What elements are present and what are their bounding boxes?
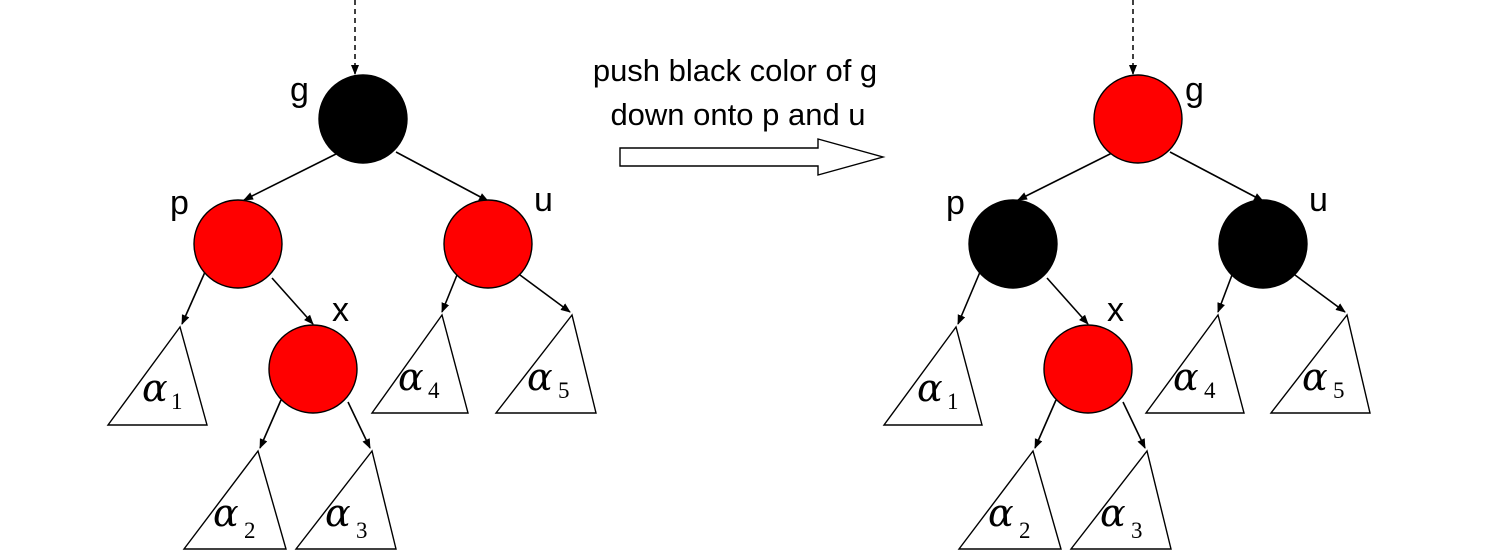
edge-p-x (1046, 277, 1089, 325)
subtree-alpha4: α 4 (1144, 313, 1245, 414)
svg-text:α: α (527, 355, 553, 399)
edge-g-u (395, 151, 489, 202)
node-g-label: g (290, 71, 309, 109)
node-g (1093, 74, 1183, 164)
edge-u-alpha4 (1217, 274, 1233, 313)
subtree-alpha1: α 1 (106, 325, 208, 426)
edge-p-alpha1 (181, 271, 206, 325)
edge-x-alpha2 (259, 399, 282, 449)
caption-line-2: down onto p and u (610, 97, 865, 132)
svg-text:α: α (917, 366, 943, 410)
node-p (968, 199, 1058, 289)
svg-text:1: 1 (947, 389, 959, 414)
subtree-alpha3: α 3 (294, 449, 397, 550)
edge-u-alpha5 (519, 274, 571, 313)
svg-text:5: 5 (558, 378, 570, 403)
svg-text:4: 4 (428, 378, 440, 403)
node-x (268, 324, 358, 414)
subtree-alpha5: α 5 (494, 313, 597, 414)
edge-p-alpha1 (957, 271, 981, 325)
subtree-alpha4: α 4 (370, 313, 469, 414)
svg-text:3: 3 (356, 518, 368, 543)
subtree-alpha2: α 2 (957, 449, 1062, 550)
node-p-label: p (946, 184, 965, 222)
edge-p-x (271, 277, 314, 325)
subtree-alpha1: α 1 (882, 325, 983, 426)
edge-x-alpha3 (1122, 401, 1146, 449)
node-u (443, 199, 533, 289)
node-p (193, 199, 283, 289)
transformation-arrow-icon (619, 138, 886, 176)
node-x-label: x (1107, 291, 1124, 329)
svg-text:α: α (398, 355, 424, 399)
node-u-label: u (1309, 181, 1328, 219)
node-g-label: g (1185, 71, 1204, 109)
svg-text:2: 2 (1019, 518, 1031, 543)
edge-u-alpha5 (1294, 274, 1346, 313)
subtree-alpha3: α 3 (1069, 449, 1172, 550)
svg-text:5: 5 (1333, 378, 1345, 403)
svg-text:α: α (1100, 491, 1126, 535)
caption-line-1: push black color of g (593, 53, 877, 88)
subtree-alpha5: α 5 (1269, 313, 1371, 414)
svg-text:3: 3 (1131, 518, 1143, 543)
node-u-label: u (534, 181, 553, 219)
edge-g-p (243, 151, 341, 201)
node-g (318, 74, 408, 164)
svg-text:α: α (1173, 355, 1199, 399)
tree-before: α 1 α 4 α 5 α 2 α 3 g p u (106, 0, 597, 550)
svg-text:2: 2 (244, 518, 256, 543)
subtree-alpha2: α 2 (182, 449, 287, 550)
svg-text:1: 1 (171, 389, 183, 414)
tree-after: α 1 α 4 α 5 α 2 α 3 g p u (882, 0, 1371, 550)
svg-text:α: α (988, 491, 1014, 535)
edge-x-alpha3 (347, 401, 371, 449)
edge-x-alpha2 (1034, 399, 1057, 449)
node-p-label: p (170, 184, 189, 222)
edge-g-p (1017, 151, 1115, 201)
edge-u-alpha4 (441, 274, 458, 313)
svg-text:α: α (325, 491, 351, 535)
svg-text:α: α (142, 366, 168, 410)
node-u (1218, 199, 1308, 289)
svg-text:α: α (1302, 355, 1328, 399)
node-x (1043, 324, 1133, 414)
svg-text:α: α (213, 491, 239, 535)
node-x-label: x (332, 291, 349, 329)
svg-text:4: 4 (1204, 378, 1216, 403)
transformation: push black color of g down onto p and u (593, 53, 886, 176)
edge-g-u (1169, 151, 1264, 202)
